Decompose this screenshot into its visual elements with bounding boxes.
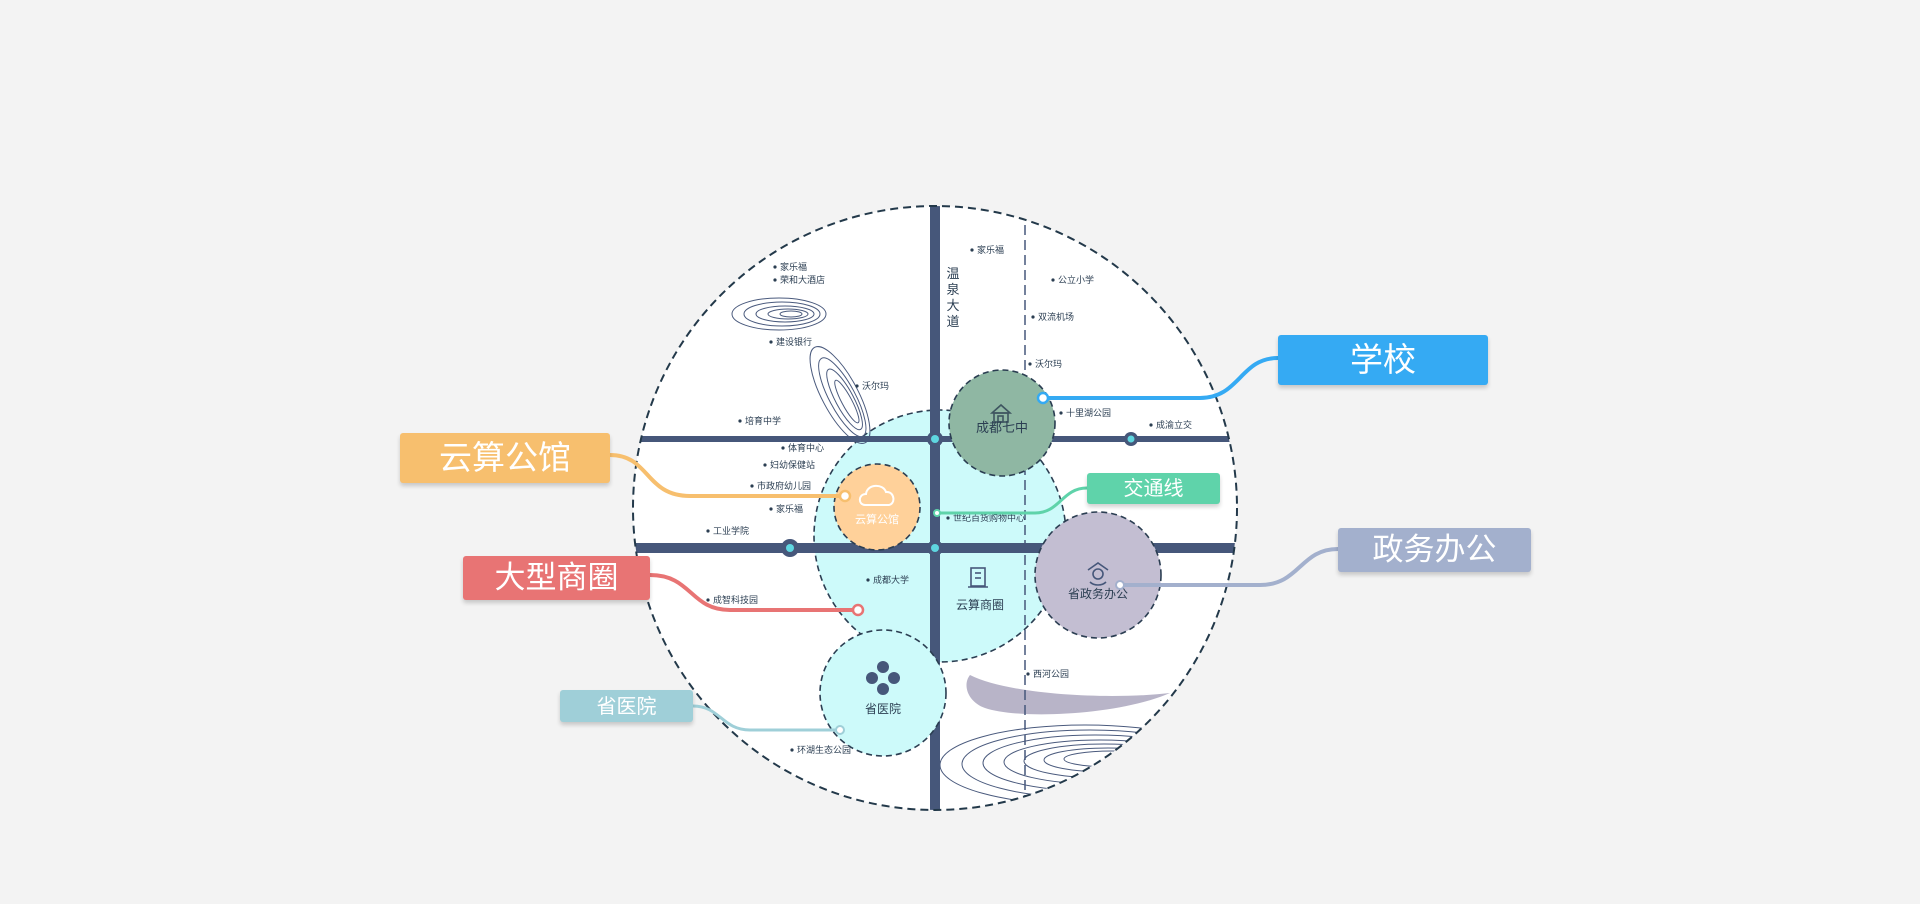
home-callout[interactable]: 云算公馆 xyxy=(400,433,610,483)
school-zone xyxy=(948,369,1056,477)
business-callout[interactable]: 大型商圈 xyxy=(463,556,650,600)
leader-home xyxy=(608,453,847,498)
road-nodes xyxy=(781,431,1138,557)
road-wenquan-avenue xyxy=(930,206,940,810)
poi-label: 家乐福 xyxy=(977,244,1004,256)
contour-lines-nw xyxy=(731,297,827,331)
poi-dot xyxy=(781,446,785,450)
poi-label: 环湖生态公园 xyxy=(797,744,851,756)
poi-dot xyxy=(1059,411,1063,415)
poi-dot xyxy=(1031,315,1035,319)
map-outline xyxy=(632,205,1238,811)
business-zone-label: 云算商圈 xyxy=(956,597,1004,612)
poi-dot xyxy=(738,419,742,423)
leader-hospital xyxy=(691,704,842,732)
government-icon xyxy=(1087,562,1109,586)
poi-dot xyxy=(750,484,754,488)
leader-business-dot xyxy=(851,603,865,617)
poi-dot xyxy=(706,529,710,533)
cloud-icon xyxy=(858,484,895,506)
hospital-callout[interactable]: 省医院 xyxy=(560,690,693,722)
poi-dot xyxy=(946,516,950,520)
road-label: 温泉大道 xyxy=(946,267,959,330)
poi-dot xyxy=(773,278,777,282)
gov-zone xyxy=(1034,511,1162,639)
poi-label: 公立小学 xyxy=(1058,274,1094,286)
poi-dot xyxy=(970,248,974,252)
poi-label: 妇幼保健站 xyxy=(770,459,815,471)
leader-home-dot xyxy=(838,489,852,503)
poi-label: 荣和大酒店 xyxy=(780,274,825,286)
leader-business xyxy=(648,573,860,612)
poi-label: 十里湖公园 xyxy=(1066,407,1111,419)
poi-dot xyxy=(866,578,870,582)
gov-callout[interactable]: 政务办公 xyxy=(1338,528,1531,572)
poi-dot xyxy=(1149,423,1153,427)
poi-label: 成都大学 xyxy=(873,574,909,586)
leader-transit xyxy=(935,486,1089,515)
lake-shape xyxy=(966,675,1170,715)
poi-label: 培育中学 xyxy=(745,415,781,427)
poi-label: 沃尔玛 xyxy=(862,380,889,392)
poi-dot xyxy=(790,748,794,752)
transit-callout[interactable]: 交通线 xyxy=(1087,473,1220,504)
poi-label: 家乐福 xyxy=(780,261,807,273)
leader-hospital-dot xyxy=(835,725,845,735)
poi-label: 世纪百货购物中心 xyxy=(953,512,1025,524)
poi-label: 体育中心 xyxy=(788,442,824,454)
school-callout[interactable]: 学校 xyxy=(1278,335,1488,385)
leader-gov-dot xyxy=(1115,580,1125,590)
poi-label: 成渝立交 xyxy=(1156,419,1192,431)
poi-dot xyxy=(769,340,773,344)
poi-labels: 家乐福荣和大酒店建设银行沃尔玛培育中学体育中心妇幼保健站市政府幼儿园家乐福工业学… xyxy=(706,244,1192,756)
home-zone xyxy=(833,463,921,551)
poi-dot xyxy=(706,598,710,602)
school-zone-label: 成都七中 xyxy=(976,421,1028,436)
poi-label: 家乐福 xyxy=(776,503,803,515)
poi-label: 西河公园 xyxy=(1033,668,1069,680)
poi-dot xyxy=(1028,362,1032,366)
gov-zone-label: 省政务办公 xyxy=(1068,586,1128,601)
poi-label: 成智科技园 xyxy=(713,594,758,606)
poi-dot xyxy=(763,463,767,467)
poi-dot xyxy=(773,265,777,269)
poi-dot xyxy=(1026,672,1030,676)
school-icon xyxy=(989,403,1013,423)
poi-dot xyxy=(855,384,859,388)
poi-label: 工业学院 xyxy=(713,525,749,537)
poi-dot xyxy=(769,507,773,511)
leader-school xyxy=(1041,356,1280,400)
poi-label: 沃尔玛 xyxy=(1035,358,1062,370)
poi-label: 双流机场 xyxy=(1038,311,1074,323)
medical-cross-icon xyxy=(866,661,900,695)
poi-dot xyxy=(1051,278,1055,282)
home-zone-label: 云算公馆 xyxy=(855,512,899,526)
poi-label: 市政府幼儿园 xyxy=(757,480,811,492)
leader-school-dot xyxy=(1036,391,1050,405)
leader-transit-dot xyxy=(933,509,941,517)
leader-gov xyxy=(1118,547,1340,587)
poi-label: 建设银行 xyxy=(776,336,812,348)
hospital-zone-label: 省医院 xyxy=(865,702,901,716)
building-icon xyxy=(968,567,988,588)
